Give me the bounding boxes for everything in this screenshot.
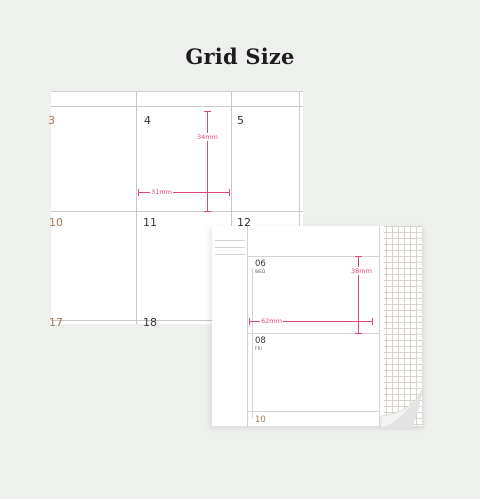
measure-cap bbox=[372, 318, 373, 325]
width-measure-line bbox=[138, 192, 230, 193]
left-column-line bbox=[215, 247, 245, 248]
column-divider bbox=[136, 92, 137, 324]
day-number: 17 bbox=[49, 316, 63, 329]
width-measure-label: 31mm bbox=[150, 188, 173, 196]
left-column-divider bbox=[247, 226, 248, 426]
day-number: 5 bbox=[237, 114, 244, 127]
width-measure-label: 62mm bbox=[260, 317, 283, 325]
weekly-day-number: 06 bbox=[255, 259, 266, 269]
height-measure-line bbox=[207, 111, 208, 211]
row-divider bbox=[51, 211, 303, 212]
column-divider bbox=[231, 92, 232, 324]
day-divider bbox=[247, 256, 379, 257]
height-measure-label: 34mm bbox=[196, 133, 219, 141]
day-divider bbox=[247, 333, 379, 334]
day-divider bbox=[247, 411, 379, 412]
weekly-planner-sheet: 06 WED 08 FRI 10 38mm 62mm bbox=[212, 226, 384, 426]
weekly-day-number: 10 bbox=[255, 415, 266, 425]
left-column-line bbox=[215, 240, 245, 241]
day-number: 10 bbox=[49, 216, 63, 229]
page-title: Grid Size bbox=[185, 44, 295, 69]
right-edge bbox=[379, 226, 380, 426]
measure-cap bbox=[229, 189, 230, 196]
day-number: 12 bbox=[237, 216, 251, 229]
grid-paper-sheet bbox=[380, 226, 422, 426]
weekly-day-number: 08 bbox=[255, 336, 266, 346]
height-measure-label: 38mm bbox=[350, 267, 373, 275]
width-measure-line bbox=[249, 321, 372, 322]
day-number: 3 bbox=[48, 114, 55, 127]
header-line bbox=[51, 106, 303, 107]
page-curl-icon bbox=[380, 389, 423, 429]
left-column-line bbox=[215, 254, 245, 255]
measure-cap bbox=[204, 211, 211, 212]
monthly-calendar-sheet: 3 4 5 10 11 12 17 18 34mm 31mm bbox=[48, 91, 303, 329]
row-divider bbox=[51, 320, 303, 321]
weekly-day-of-week: FRI bbox=[255, 346, 263, 351]
day-column-line bbox=[252, 268, 253, 418]
day-number: 18 bbox=[143, 316, 157, 329]
height-measure-line bbox=[358, 256, 359, 333]
day-number: 11 bbox=[143, 216, 157, 229]
day-number: 4 bbox=[144, 114, 151, 127]
measure-cap bbox=[355, 333, 362, 334]
column-divider bbox=[299, 92, 300, 324]
weekly-day-of-week: WED bbox=[255, 269, 266, 274]
